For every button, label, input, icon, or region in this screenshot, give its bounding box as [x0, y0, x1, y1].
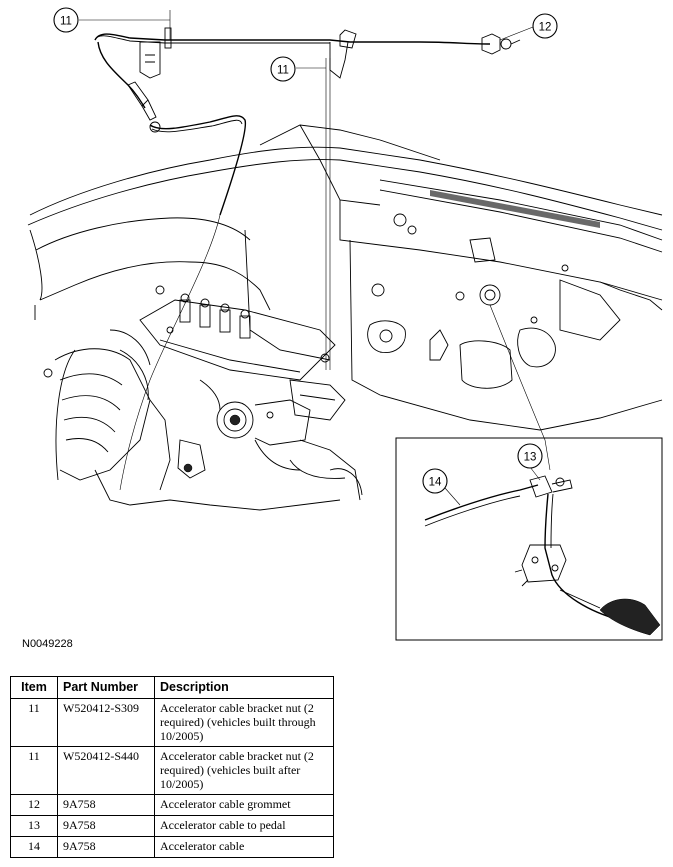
- callout-13: 13: [517, 443, 543, 481]
- header-description: Description: [154, 676, 334, 699]
- cell-part-number: W520412-S440: [57, 746, 155, 795]
- svg-text:12: 12: [539, 22, 552, 34]
- callout-12: 12: [499, 13, 558, 41]
- left-fender: [29, 217, 271, 378]
- parts-table-header-row: Item Part Number Description: [10, 676, 334, 699]
- cell-description: Accelerator cable to pedal: [154, 815, 334, 837]
- figure-id-code: N0049228: [22, 638, 73, 650]
- accelerator-cable-assembly: [94, 10, 521, 491]
- cowl-panel: [27, 124, 663, 431]
- pedal-detail-inset: [395, 304, 663, 641]
- cell-description: Accelerator cable grommet: [154, 794, 334, 816]
- table-row: 11 W520412-S309 Accelerator cable bracke…: [10, 698, 334, 747]
- cell-item: 11: [10, 746, 58, 795]
- cell-description: Accelerator cable: [154, 836, 334, 858]
- cell-item: 13: [10, 815, 58, 837]
- table-row: 11 W520412-S440 Accelerator cable bracke…: [10, 746, 334, 795]
- svg-text:11: 11: [277, 65, 289, 77]
- cell-part-number: 9A758: [57, 836, 155, 858]
- header-item: Item: [10, 676, 58, 699]
- table-row: 14 9A758 Accelerator cable: [10, 836, 334, 858]
- cell-part-number: 9A758: [57, 794, 155, 816]
- parts-table: Item Part Number Description 11 W520412-…: [10, 676, 334, 858]
- svg-text:11: 11: [60, 16, 72, 28]
- cell-item: 14: [10, 836, 58, 858]
- callout-11-top: 11: [53, 7, 170, 33]
- cell-item: 12: [10, 794, 58, 816]
- cell-item: 11: [10, 698, 58, 747]
- cell-description: Accelerator cable bracket nut (2 require…: [154, 698, 334, 747]
- table-row: 13 9A758 Accelerator cable to pedal: [10, 815, 334, 837]
- svg-text:14: 14: [429, 477, 442, 489]
- cell-part-number: W520412-S309: [57, 698, 155, 747]
- table-row: 12 9A758 Accelerator cable grommet: [10, 794, 334, 816]
- cell-description: Accelerator cable bracket nut (2 require…: [154, 746, 334, 795]
- cell-part-number: 9A758: [57, 815, 155, 837]
- engine-block: [54, 285, 363, 511]
- callout-14: 14: [422, 468, 461, 506]
- engine-bay-diagram: 11 12 11 13 14: [27, 7, 663, 641]
- svg-text:13: 13: [524, 452, 537, 464]
- callout-11-middle: 11: [270, 56, 326, 82]
- header-part-number: Part Number: [57, 676, 155, 699]
